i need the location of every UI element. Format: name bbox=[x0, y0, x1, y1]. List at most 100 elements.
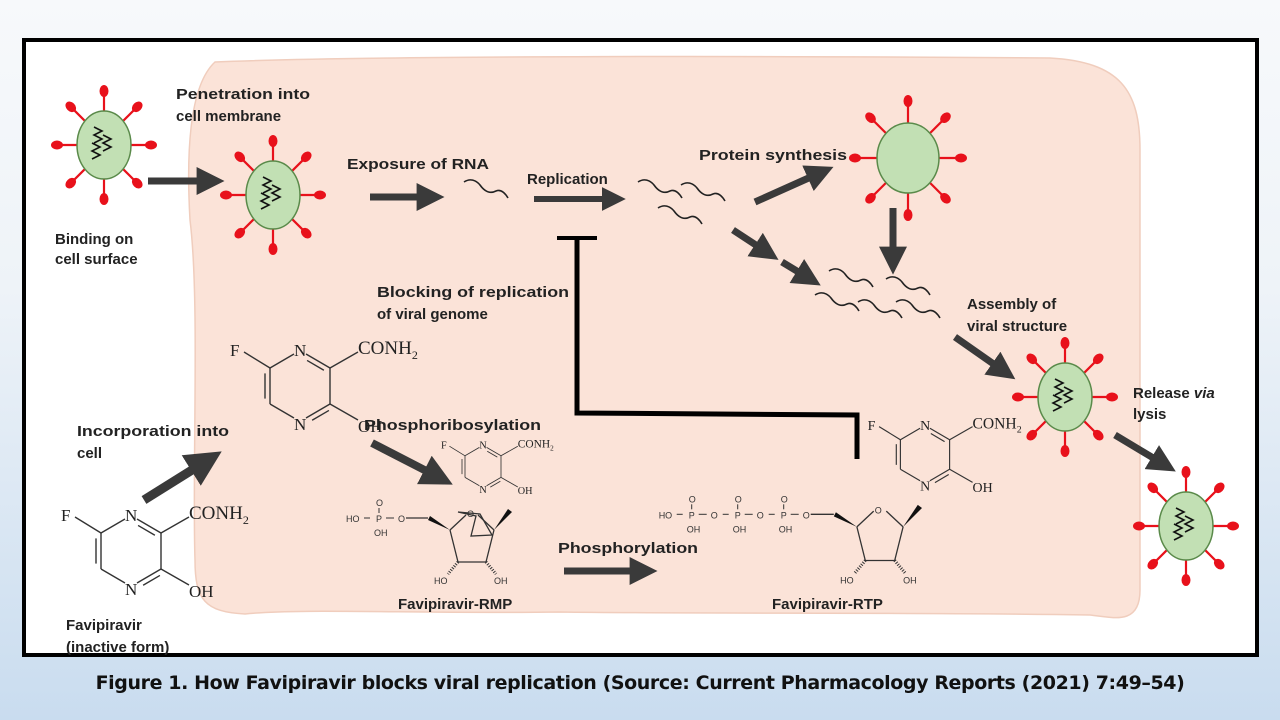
label-blocking-1: Blocking of replication bbox=[377, 284, 569, 301]
spike-tip bbox=[268, 243, 278, 255]
spike-tip bbox=[1227, 521, 1239, 531]
label-protein-synthesis: Protein synthesis bbox=[699, 147, 847, 164]
nitrogen-label: N bbox=[479, 441, 487, 452]
fluorine-label: F bbox=[61, 506, 70, 525]
virus-capsid bbox=[76, 110, 132, 180]
spike-tip bbox=[1147, 482, 1159, 494]
label-phosphoribosylation: Phosphoribosylation bbox=[364, 417, 541, 434]
spike-tip bbox=[865, 193, 876, 204]
spike-tip bbox=[1106, 392, 1118, 402]
carboxamide-label: CONH2 bbox=[358, 338, 418, 362]
ring-oxygen-label: O bbox=[467, 509, 474, 519]
hydroxyl-label: OH bbox=[358, 417, 383, 436]
spike-tip bbox=[1181, 574, 1191, 586]
spike-tip bbox=[1012, 392, 1024, 402]
nitrogen-label: N bbox=[479, 485, 487, 496]
virus-protein-shell bbox=[849, 95, 967, 221]
virus-assembled bbox=[1012, 337, 1118, 457]
fluorine-label: F bbox=[230, 341, 239, 360]
label-assembly-1: Assembly of bbox=[967, 296, 1057, 313]
wedge-bond bbox=[494, 509, 512, 530]
step-labels: Binding on cell surface Penetration into… bbox=[55, 86, 1215, 656]
fluorine-label: F bbox=[441, 441, 447, 452]
rna-genome bbox=[270, 184, 282, 202]
arrow-to-assembly bbox=[952, 334, 1016, 380]
spike-tip bbox=[1213, 558, 1225, 570]
spike-tip bbox=[234, 227, 246, 239]
oxygen-label: O bbox=[376, 498, 383, 508]
label-replication: Replication bbox=[527, 171, 608, 188]
label-exposure: Exposure of RNA bbox=[347, 156, 489, 173]
hydroxyl-label: OH bbox=[687, 524, 701, 534]
label-blocking-2: of viral genome bbox=[377, 306, 488, 323]
rna-genome bbox=[259, 192, 271, 210]
spike-tip bbox=[65, 101, 77, 113]
rna-genome bbox=[1174, 507, 1186, 525]
arrow-to-rna-pool-1 bbox=[731, 227, 779, 260]
wedge-bond bbox=[903, 504, 922, 527]
carboxamide-label: CONH2 bbox=[189, 503, 249, 527]
rna-genome bbox=[1183, 515, 1195, 533]
rna-genome bbox=[261, 176, 273, 194]
figure-caption: Figure 1. How Favipiravir blocks viral r… bbox=[95, 672, 1185, 694]
label-incorporation-1: Incorporation into bbox=[77, 423, 229, 440]
spike-tip bbox=[1060, 445, 1070, 457]
spike-tip bbox=[99, 193, 109, 205]
spike-tip bbox=[131, 177, 143, 189]
spike-tip bbox=[940, 193, 951, 204]
label-binding-1: Binding on bbox=[55, 231, 133, 248]
phosphorus-label: P bbox=[781, 510, 787, 520]
rna-genome bbox=[1172, 523, 1184, 541]
carboxamide-label: CONH2 bbox=[518, 438, 554, 452]
virus-capsid bbox=[1037, 362, 1093, 432]
hydroxyl-label: OH bbox=[779, 524, 793, 534]
spike-tip bbox=[1133, 521, 1145, 531]
nitrogen-label: N bbox=[125, 506, 137, 525]
spike-tip bbox=[300, 227, 312, 239]
label-penetration-2: cell membrane bbox=[176, 108, 281, 125]
oxygen-label: O bbox=[735, 494, 742, 504]
spike-tip bbox=[1147, 558, 1159, 570]
wedge-bond bbox=[833, 512, 857, 527]
label-phosphorylation: Phosphorylation bbox=[558, 540, 698, 557]
label-release-2: lysis bbox=[1133, 406, 1166, 423]
host-cell bbox=[187, 55, 1141, 619]
virus-capsid bbox=[1158, 491, 1214, 561]
hydroxyl-label: OH bbox=[973, 481, 993, 496]
phosphorus-label: P bbox=[376, 514, 382, 524]
label-release: Release via bbox=[1133, 385, 1215, 402]
spike-tip bbox=[955, 153, 967, 163]
hydroxyl-label: OH bbox=[494, 576, 508, 586]
nitrogen-label: N bbox=[294, 415, 306, 434]
hydroxyl-label: HO bbox=[434, 576, 448, 586]
hydroxyl-label: OH bbox=[189, 582, 214, 601]
spike-tip bbox=[99, 85, 109, 97]
hydroxyl-label: OH bbox=[518, 486, 533, 497]
spike-tip bbox=[314, 190, 326, 200]
label-incorporation-2: cell bbox=[77, 445, 102, 462]
hydroxyl-label: OH bbox=[903, 576, 917, 586]
hydroxyl-label: OH bbox=[374, 528, 388, 538]
nitrogen-label: N bbox=[920, 480, 930, 495]
carboxamide-label: CONH2 bbox=[973, 415, 1022, 435]
label-penetration-1: Penetration into bbox=[176, 86, 310, 103]
virus-capsid bbox=[245, 160, 301, 230]
label-favipiravir-inactive: (inactive form) bbox=[66, 639, 169, 656]
arrow-incorporation bbox=[141, 451, 222, 504]
spike-tip bbox=[903, 95, 913, 107]
spike-tip bbox=[1092, 353, 1104, 365]
spike-tip bbox=[940, 112, 951, 123]
spike-tip bbox=[131, 101, 143, 113]
oxygen-label: O bbox=[711, 510, 718, 520]
fluorine-label: F bbox=[868, 419, 876, 434]
nitrogen-label: N bbox=[920, 419, 930, 434]
rna-genome bbox=[1053, 378, 1065, 396]
rna-genome bbox=[1051, 394, 1063, 412]
spike-tip bbox=[300, 151, 312, 163]
